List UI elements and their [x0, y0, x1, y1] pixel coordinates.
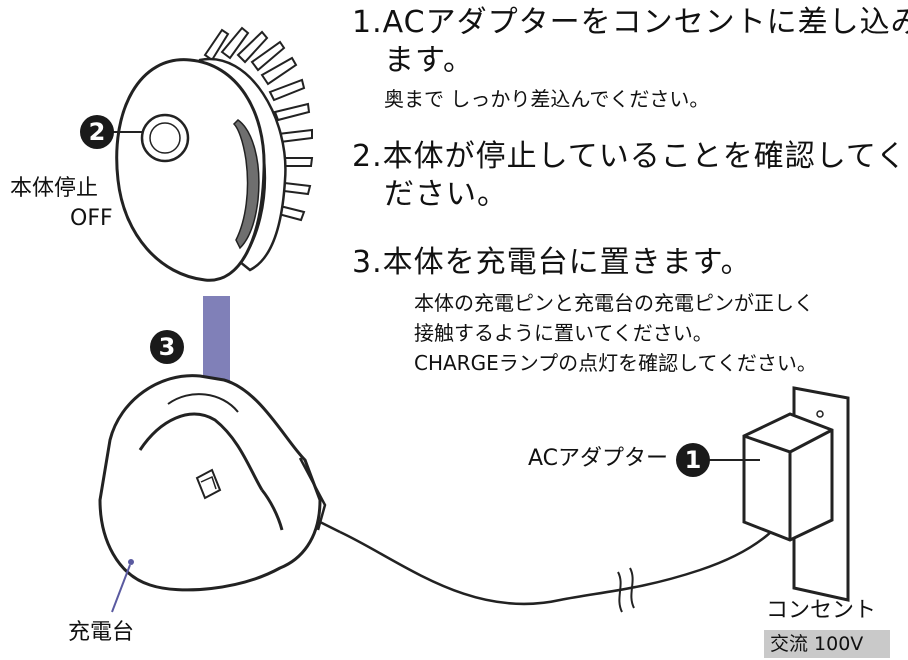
ac-adapter-label: ACアダプター: [528, 446, 669, 471]
step-3-note-1: 本体の充電ピンと充電台の充電ピンが正しく: [414, 291, 814, 315]
leader-line-charger: [111, 564, 131, 613]
massager-device: [115, 26, 314, 282]
step-2-main: .本体が停止していることを確認してく: [372, 139, 907, 174]
outlet-label: コンセント: [766, 598, 877, 623]
step-2-continued: ださい。: [384, 177, 508, 212]
step-1-continued: ます。: [384, 43, 474, 78]
badge-2: 2: [80, 115, 114, 149]
step-2-number: 2: [352, 139, 373, 174]
step-2-text: 2.本体が停止していることを確認してく: [352, 139, 907, 175]
badge-3: 3: [150, 330, 184, 364]
step-1-number: 1: [352, 5, 373, 40]
power-cord: [319, 499, 792, 613]
step-1-text: 1.ACアダプターをコンセントに差し込み: [352, 5, 908, 41]
ac-voltage-label: 交流 100V: [764, 630, 890, 658]
ac-adapter-illustration: [742, 412, 834, 542]
step-3-note-2: 接触するように置いてください。: [414, 321, 713, 345]
body-stop-label: 本体停止: [10, 176, 99, 201]
step-3-main: .本体を充電台に置きます。: [372, 245, 752, 280]
charger-base: [98, 374, 327, 592]
step-1-main: .ACアダプターをコンセントに差し込み: [372, 5, 908, 40]
charger-label: 充電台: [68, 620, 135, 645]
step-3-number: 3: [352, 245, 373, 280]
off-label: OFF: [70, 206, 113, 231]
badge-1: 1: [676, 443, 710, 477]
step-3-note-3: CHARGEランプの点灯を確認してください。: [414, 351, 817, 375]
step-1-note: 奥まで しっかり差込んでください。: [384, 87, 710, 111]
step-3-text: 3.本体を充電台に置きます。: [352, 245, 752, 281]
